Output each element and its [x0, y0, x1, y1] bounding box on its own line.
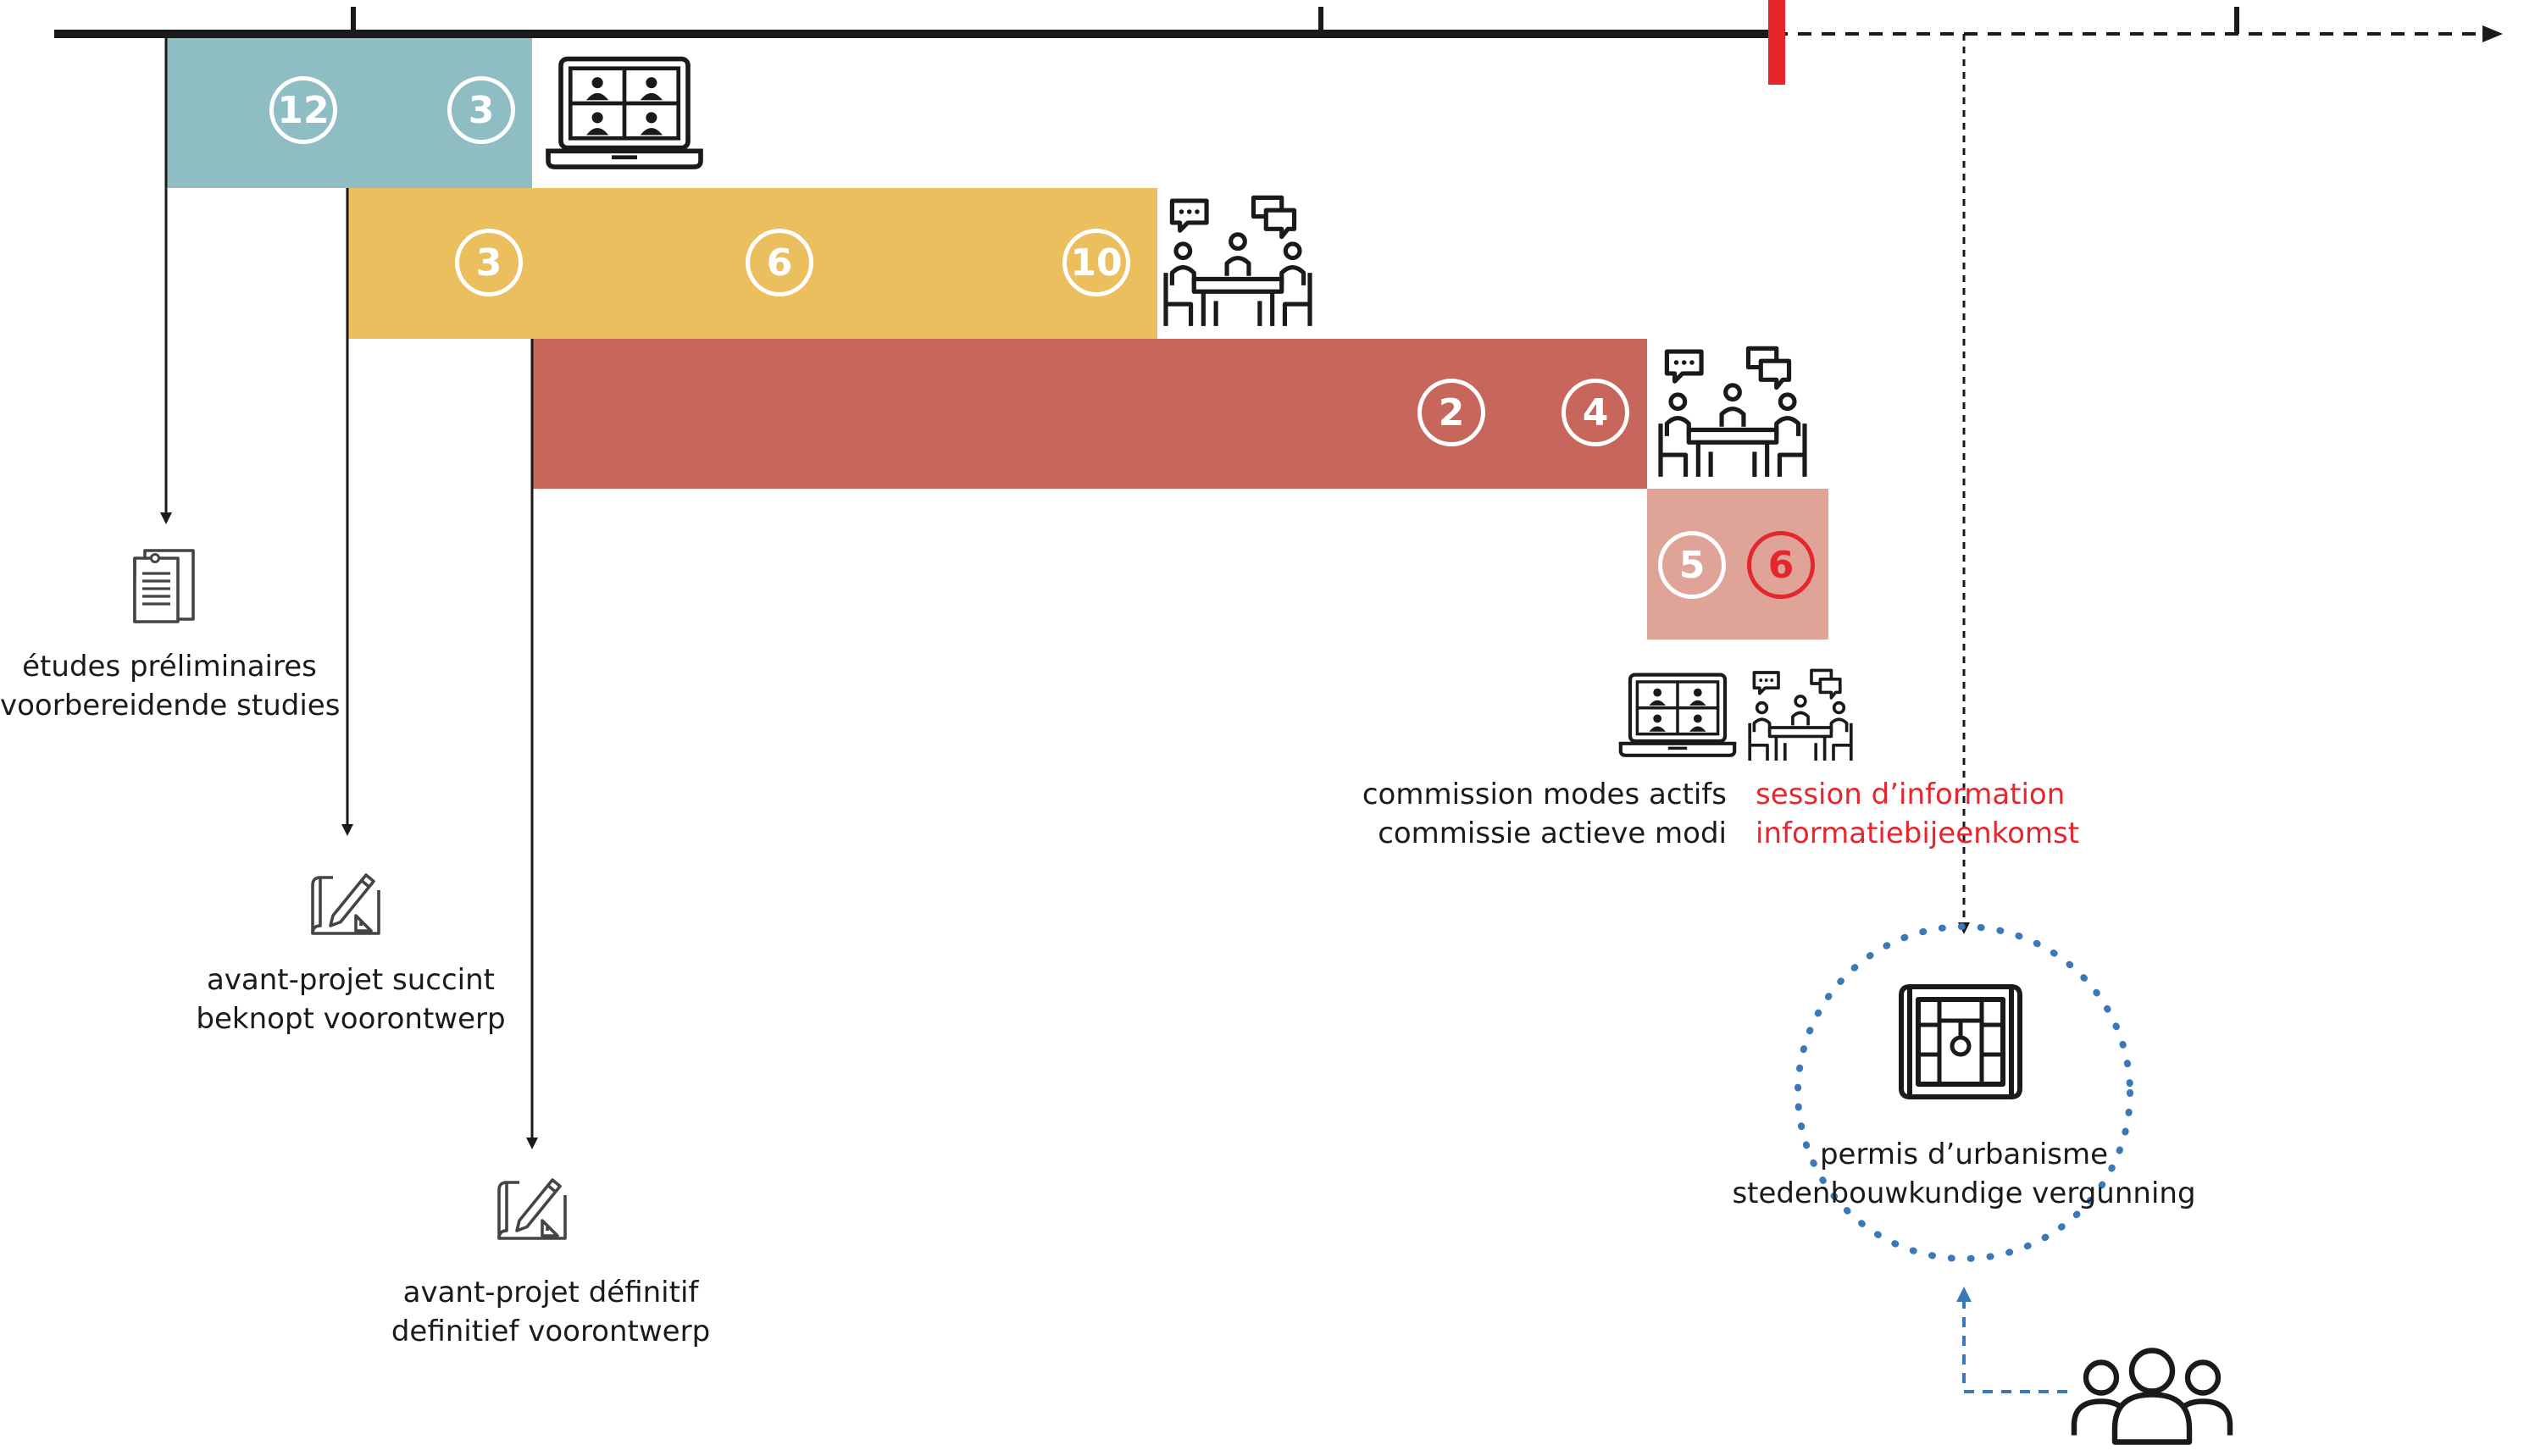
badge-yellow-3: 10	[1062, 229, 1130, 296]
permit-circle	[1794, 923, 2133, 1262]
permit-nl: stedenbouwkundige vergunning	[1732, 1176, 2196, 1210]
legend-session: session d’information informatiebijeenko…	[1756, 775, 2120, 853]
video-call-icon	[1618, 673, 1737, 757]
video-call-icon	[546, 56, 703, 169]
drafting-icon	[497, 1178, 567, 1240]
badge-salmon-2-highlighted: 6	[1747, 531, 1815, 599]
connector-public	[1956, 1287, 2067, 1393]
milestone-fr: avant-projet succint	[206, 963, 496, 997]
milestone-fr: études préliminaires	[22, 650, 317, 684]
badge-yellow-1: 3	[455, 229, 523, 296]
badge-yellow-2: 6	[746, 229, 813, 296]
document-icon	[133, 549, 195, 623]
milestone-label-etudes: études préliminaires voorbereidende stud…	[0, 647, 341, 725]
now-marker	[1768, 0, 1785, 85]
legend-session-fr: session d’information	[1756, 778, 2066, 811]
meeting-discussion-icon	[1658, 346, 1807, 477]
legend-commission-nl: commissie actieve modi	[1378, 817, 1727, 850]
badge-salmon-1: 5	[1658, 531, 1726, 599]
milestone-label-apsuccinct: avant-projet succint beknopt voorontwerp	[181, 961, 520, 1038]
badge-teal-2: 3	[447, 76, 515, 144]
meeting-discussion-icon	[1163, 195, 1312, 326]
milestone-label-apdefinitif: avant-projet définitif definitief vooron…	[381, 1273, 720, 1351]
legend-session-nl: informatiebijeenkomst	[1756, 817, 2080, 850]
legend-commission: commission modes actifs commissie actiev…	[1322, 775, 1727, 853]
badge-terracotta-2: 4	[1561, 379, 1629, 446]
floor-plan-icon	[1899, 984, 2022, 1099]
permit-fr: permis d’urbanisme	[1819, 1138, 2109, 1171]
milestone-nl: definitief voorontwerp	[391, 1315, 711, 1348]
permit-label: permis d’urbanisme stedenbouwkundige ver…	[1710, 1135, 2218, 1213]
badge-teal-1: 12	[269, 76, 337, 144]
badge-terracotta-1: 2	[1417, 379, 1485, 446]
drafting-icon	[311, 873, 380, 935]
meeting-discussion-icon	[1748, 668, 1853, 761]
milestone-nl: voorbereidende studies	[0, 689, 341, 722]
people-group-icon	[2071, 1348, 2233, 1445]
legend-commission-fr: commission modes actifs	[1362, 778, 1727, 811]
milestone-nl: beknopt voorontwerp	[196, 1002, 506, 1036]
milestone-fr: avant-projet définitif	[402, 1276, 699, 1309]
